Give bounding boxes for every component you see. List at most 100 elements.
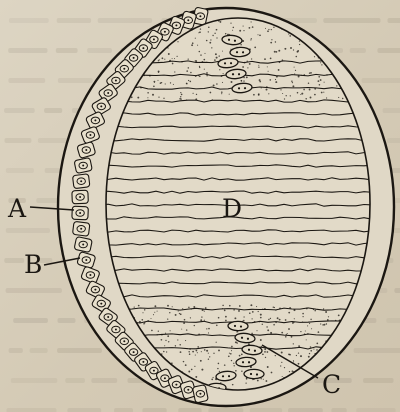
stipple-dot	[367, 333, 368, 334]
stipple-dot	[180, 96, 181, 97]
stipple-dot	[206, 350, 208, 352]
stipple-dot	[295, 70, 296, 71]
bleed-stroke	[58, 78, 93, 83]
stipple-dot	[266, 89, 268, 91]
stipple-dot	[264, 58, 266, 60]
stipple-dot	[240, 44, 241, 45]
stipple-dot	[362, 386, 364, 388]
stipple-dot	[350, 58, 351, 59]
stipple-dot	[314, 353, 316, 355]
stipple-dot	[316, 343, 318, 345]
nucleolus	[142, 361, 144, 363]
stipple-dot	[191, 369, 193, 371]
stipple-dot	[216, 342, 217, 343]
stipple-dot	[354, 391, 355, 392]
bleed-stroke	[377, 48, 400, 53]
stipple-dot	[241, 80, 242, 81]
stipple-dot	[243, 80, 244, 81]
epithelial-cell	[72, 190, 89, 204]
stipple-dot	[251, 38, 252, 39]
stipple-dot	[175, 314, 177, 316]
nucleus-outline	[244, 369, 264, 378]
stipple-dot	[135, 393, 136, 394]
stipple-dot	[173, 84, 174, 85]
bleed-stroke	[57, 18, 91, 23]
stipple-dot	[304, 389, 305, 390]
stipple-dot	[204, 320, 205, 321]
stipple-dot	[338, 314, 340, 316]
stipple-dot	[134, 27, 135, 28]
stipple-dot	[345, 52, 347, 54]
stipple-dot	[179, 344, 181, 346]
stipple-dot	[221, 93, 222, 94]
stipple-dot	[246, 378, 248, 380]
stipple-dot	[324, 25, 325, 26]
stipple-dot	[161, 339, 163, 341]
stipple-dot	[167, 318, 168, 319]
stipple-dot	[208, 328, 210, 330]
stipple-dot	[216, 57, 218, 59]
stipple-dot	[267, 30, 269, 32]
stipple-dot	[351, 38, 352, 39]
stipple-dot	[296, 355, 297, 356]
stipple-dot	[313, 349, 314, 350]
stipple-dot	[231, 350, 232, 351]
stipple-dot	[349, 392, 350, 393]
stipple-dot	[251, 58, 252, 59]
stipple-dot	[350, 24, 351, 25]
stipple-dot	[286, 95, 287, 96]
stipple-dot	[309, 89, 311, 91]
nucleolus	[100, 105, 102, 107]
stipple-dot	[190, 81, 192, 83]
stipple-dot	[224, 310, 226, 312]
stipple-dot	[259, 34, 261, 36]
stipple-dot	[204, 311, 205, 312]
stipple-dot	[142, 312, 143, 313]
nucleus	[228, 321, 248, 331]
stipple-dot	[322, 324, 324, 326]
stipple-dot	[153, 314, 154, 315]
stipple-dot	[300, 331, 301, 332]
stipple-dot	[287, 333, 288, 334]
stipple-dot	[305, 330, 306, 331]
stipple-dot	[258, 311, 259, 312]
stipple-dot	[266, 326, 267, 327]
stipple-dot	[270, 318, 271, 319]
stipple-dot	[363, 360, 365, 362]
stipple-dot	[274, 51, 276, 53]
stipple-dot	[340, 23, 342, 25]
stipple-dot	[230, 23, 231, 24]
bleed-stroke	[98, 18, 152, 23]
stipple-dot	[311, 31, 312, 32]
stipple-dot	[167, 305, 169, 307]
stipple-dot	[181, 329, 182, 330]
stipple-dot	[273, 307, 274, 308]
nucleolus	[175, 384, 177, 386]
stipple-dot	[292, 82, 293, 83]
stipple-dot	[185, 364, 187, 366]
stipple-dot	[138, 305, 140, 307]
nucleolus	[89, 134, 91, 136]
bleed-stroke	[56, 48, 78, 53]
stipple-dot	[257, 380, 259, 382]
stipple-dot	[241, 354, 243, 356]
stipple-dot	[182, 308, 183, 309]
stipple-dot	[311, 328, 312, 329]
stipple-dot	[296, 56, 298, 58]
nucleolus	[100, 303, 102, 305]
stipple-dot	[318, 331, 320, 333]
stipple-dot	[302, 316, 303, 317]
bleed-stroke	[356, 408, 395, 412]
stipple-dot	[292, 322, 294, 324]
stipple-dot	[365, 57, 367, 59]
stipple-dot	[157, 80, 158, 81]
stipple-dot	[161, 353, 163, 355]
stipple-dot	[232, 384, 234, 386]
label-b: B	[24, 250, 42, 279]
stipple-dot	[319, 84, 321, 86]
stipple-dot	[258, 65, 259, 66]
bleed-stroke	[208, 408, 243, 412]
stipple-dot	[208, 332, 209, 333]
stipple-dot	[191, 30, 192, 31]
label-a: A	[7, 194, 27, 223]
